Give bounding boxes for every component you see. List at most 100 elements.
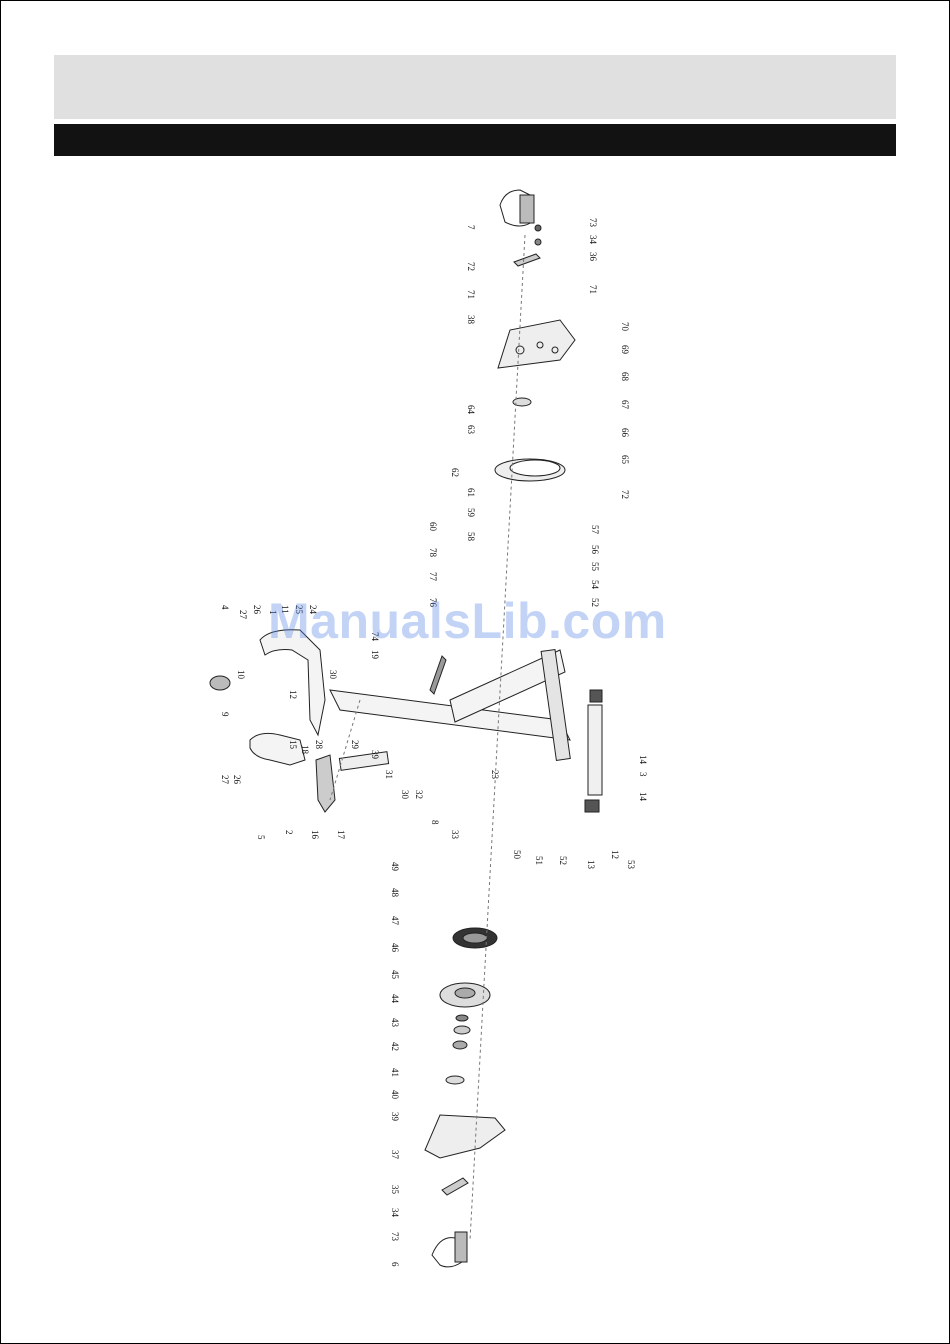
part-number-label: 52	[590, 598, 600, 607]
part-number-label: 24	[308, 605, 318, 615]
part-number-label: 30	[328, 670, 338, 680]
part-number-label: 48	[390, 888, 400, 898]
part-number-label: 47	[390, 916, 400, 926]
part-number-label: 28	[314, 740, 324, 750]
part-number-label: 39	[390, 1112, 400, 1122]
pulley-part	[495, 459, 565, 481]
part-number-label: 35	[390, 1185, 400, 1195]
part-number-label: 46	[390, 943, 400, 953]
crank-arm-top-part	[514, 225, 541, 266]
part-number-label: 51	[534, 856, 544, 865]
part-number-label: 19	[370, 650, 380, 660]
part-number-label: 78	[428, 548, 438, 558]
bearing-stack-part	[446, 1015, 470, 1084]
part-number-label: 57	[590, 525, 600, 535]
part-number-label: 34	[588, 235, 598, 245]
part-number-label: 62	[450, 468, 460, 477]
part-number-label: 26	[232, 775, 242, 785]
cover-bottom-part	[425, 1115, 505, 1158]
part-number-label: 49	[390, 862, 400, 872]
part-number-label: 50	[512, 850, 522, 860]
crank-arm-bottom-part	[442, 1178, 468, 1195]
part-number-label: 53	[626, 860, 636, 870]
part-number-label: 32	[414, 790, 424, 799]
console-part	[210, 676, 230, 690]
part-number-label: 8	[430, 820, 440, 825]
part-number-label: 7	[466, 225, 476, 230]
stabilizer-part	[585, 690, 602, 812]
part-number-label: 36	[588, 252, 598, 262]
flywheel-part	[453, 928, 497, 948]
part-number-label: 16	[310, 830, 320, 840]
part-number-label: 74	[370, 632, 380, 642]
part-number-label: 61	[466, 488, 476, 497]
part-number-label: 9	[220, 712, 230, 717]
part-number-label: 63	[466, 425, 476, 435]
part-number-label: 27	[220, 775, 230, 785]
part-number-label: 25	[294, 605, 304, 615]
part-number-label: 66	[620, 428, 630, 438]
belt-part	[430, 656, 446, 694]
part-number-label: 69	[620, 345, 630, 355]
part-number-label: 11	[280, 605, 290, 614]
part-number-label: 38	[466, 315, 476, 325]
part-number-label: 55	[590, 562, 600, 572]
part-number-label: 43	[390, 1018, 400, 1028]
part-number-label: 72	[620, 490, 630, 499]
part-number-label: 68	[620, 372, 630, 382]
seat-part	[316, 752, 389, 812]
part-number-label: 13	[586, 860, 596, 870]
part-number-label: 60	[428, 522, 438, 532]
part-number-label: 18	[300, 745, 310, 755]
part-number-label: 23	[490, 770, 500, 780]
part-number-label: 3	[638, 772, 648, 777]
part-number-label: 15	[288, 740, 298, 750]
part-number-label: 12	[288, 690, 298, 699]
part-number-label: 42	[390, 1042, 400, 1051]
part-number-label: 30	[400, 790, 410, 800]
part-number-label: 10	[236, 670, 246, 680]
part-number-label: 39	[370, 750, 380, 760]
part-number-label: 71	[466, 290, 476, 299]
part-number-label: 54	[590, 580, 600, 590]
part-number-label: 77	[428, 572, 438, 582]
part-number-label: 67	[620, 400, 630, 410]
part-number-label: 41	[390, 1068, 400, 1077]
part-number-label: 5	[256, 835, 266, 840]
part-number-label: 40	[390, 1090, 400, 1100]
part-number-label: 33	[450, 830, 460, 840]
handlebar-part	[250, 630, 325, 765]
part-number-label: 73	[390, 1232, 400, 1242]
part-number-label: 73	[588, 218, 598, 228]
pedal-bottom-part	[432, 1232, 467, 1267]
part-number-label: 64	[466, 405, 476, 415]
part-number-label: 65	[620, 455, 630, 465]
part-number-label: 4	[220, 605, 230, 610]
part-number-label: 71	[588, 285, 598, 294]
part-number-label: 34	[390, 1208, 400, 1218]
main-frame-part	[330, 650, 570, 761]
part-number-label: 29	[350, 740, 360, 750]
part-number-label: 56	[590, 545, 600, 555]
part-number-label: 37	[390, 1150, 400, 1160]
part-number-label: 31	[384, 770, 394, 779]
part-number-label: 44	[390, 994, 400, 1004]
part-number-label: 27	[238, 610, 248, 620]
part-number-label: 12	[610, 850, 620, 859]
part-number-label: 1	[268, 610, 278, 615]
part-number-label: 45	[390, 970, 400, 980]
part-number-label: 58	[466, 532, 476, 542]
part-number-label: 59	[466, 508, 476, 518]
part-number-label: 72	[466, 262, 476, 271]
part-number-label: 6	[390, 1262, 400, 1267]
part-number-label: 70	[620, 322, 630, 332]
part-number-label: 52	[558, 856, 568, 865]
part-number-label: 2	[284, 830, 294, 835]
part-number-label: 26	[252, 605, 262, 615]
cover-top-part	[498, 320, 575, 368]
part-number-label: 76	[428, 598, 438, 608]
part-number-label: 17	[336, 830, 346, 840]
pedal-top-part	[500, 190, 534, 226]
part-number-label: 14	[638, 792, 648, 802]
